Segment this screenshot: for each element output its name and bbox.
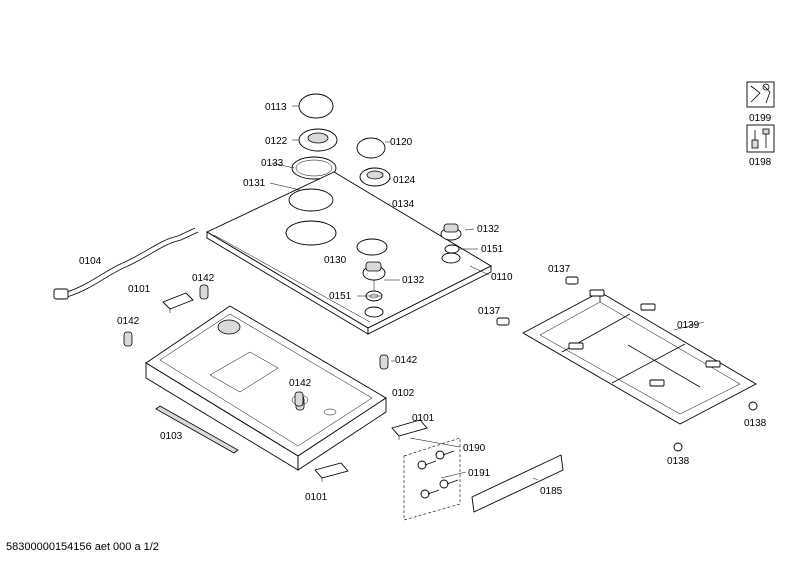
label-0120: 0120 [390,137,413,148]
label-0190: 0190 [463,443,486,454]
burner-head-0122 [292,128,338,152]
label-0137-top: 0137 [548,264,571,275]
screw-set [403,437,461,521]
base-tray [145,305,387,471]
bracket-0101-bottom [314,462,349,482]
control-knob-0132-center [362,261,386,290]
grid-foot-0137-top [565,276,579,285]
label-0103: 0103 [160,431,183,442]
label-0101-middle: 0101 [412,413,435,424]
knob-ring-0151-right [444,244,460,254]
foot-0142-a [199,284,209,300]
label-0133: 0133 [261,158,284,169]
label-0191: 0191 [468,468,491,479]
tools-icon [746,124,775,153]
label-0110: 0110 [491,272,513,283]
burner-cap-0113 [292,93,334,119]
burner-ring-0133 [291,156,337,180]
label-0198: 0198 [749,157,772,168]
label-0137-bottom: 0137 [478,306,501,317]
foot-0142-d [294,391,304,407]
label-0131: 0131 [243,178,266,189]
label-0138-bottom: 0138 [667,456,690,467]
seal-strip-0103 [155,405,239,454]
label-0138-right: 0138 [744,418,767,429]
label-0199: 0199 [749,113,772,124]
foot-0142-b [123,331,133,347]
label-0142-d: 0142 [289,378,312,389]
label-0142-c: 0142 [395,355,418,366]
label-0101-bottom: 0101 [305,492,328,503]
rubber-foot-0138-right [748,401,758,411]
label-0132-center: 0132 [402,275,425,286]
label-0101-top: 0101 [128,284,151,295]
control-knob-0132-right [440,223,462,241]
strip-0185 [471,454,564,513]
hob-top-plate [206,171,492,335]
service-manual-icon [746,81,775,108]
label-0139: 0139 [677,320,700,331]
label-0104: 0104 [79,256,102,267]
burner-head-0124 [359,167,391,187]
label-0132-right: 0132 [477,224,500,235]
rubber-foot-0138-bottom [673,442,683,452]
label-0124: 0124 [393,175,416,186]
label-0142-b: 0142 [117,316,140,327]
label-0142-a: 0142 [192,273,215,284]
label-0151-right: 0151 [481,244,504,255]
grid-foot-0137-bottom [496,317,510,326]
bracket-0101-top [162,292,194,313]
label-0185: 0185 [540,486,563,497]
part-labels: 0113 0122 0120 0133 0131 0124 0134 0132 … [79,102,772,503]
pan-support-grid [522,289,757,425]
power-cable [53,227,199,300]
burner-cap-0120 [356,137,390,159]
label-0151-center: 0151 [329,291,352,302]
bracket-0101-middle [391,419,428,440]
label-0102: 0102 [392,388,415,399]
label-0130: 0130 [324,255,347,266]
foot-0142-c [379,354,389,370]
document-footer: 58300000154156 aet 000 a 1/2 [6,541,159,553]
label-0122: 0122 [265,136,288,147]
label-0113: 0113 [265,102,287,113]
leader-lines [269,162,705,481]
label-0134: 0134 [392,199,415,210]
